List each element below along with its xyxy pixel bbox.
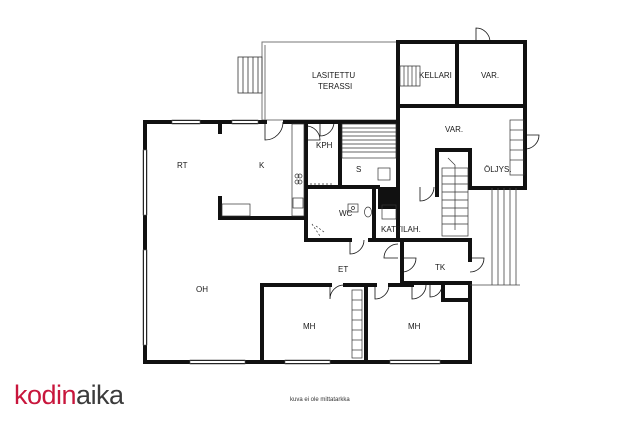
basement-stairs — [399, 65, 421, 87]
label-wc: WC — [339, 209, 353, 218]
right-steps — [509, 119, 525, 176]
label-var-mid: VAR. — [445, 125, 463, 134]
brand-part1: kodin — [14, 380, 77, 410]
terrace-outline — [261, 41, 398, 121]
label-lasitettu: LASITETTU — [312, 71, 355, 80]
label-s: S — [356, 165, 361, 174]
label-et: ET — [338, 265, 348, 274]
chimney — [378, 187, 398, 209]
exterior-deck — [470, 188, 520, 286]
interior-stairs — [441, 157, 469, 237]
label-kph: KPH — [316, 141, 333, 150]
label-tk: TK — [435, 263, 446, 272]
bath-fixtures — [310, 183, 397, 237]
label-mh1: MH — [303, 322, 316, 331]
brand-part2: aika — [76, 380, 124, 410]
label-oh: OH — [196, 285, 208, 294]
doors — [264, 27, 540, 300]
brand-logo: kodinaika — [14, 382, 124, 409]
scale-disclaimer: kuva ei ole mittatarkka — [290, 397, 350, 403]
label-mh2: MH — [408, 322, 421, 331]
sauna-benches — [341, 123, 397, 181]
label-rt: RT — [177, 161, 188, 170]
terrace-steps — [237, 56, 263, 94]
label-kellari: KELLARI — [419, 71, 452, 80]
label-oljys: ÖLJYS. — [484, 165, 512, 174]
room-labels: LASITETTU TERASSI KELLARI VAR. VAR. ÖLJY… — [177, 71, 512, 331]
kitchen-fixtures — [221, 123, 305, 217]
label-kattilah: KATTILAH. — [381, 225, 421, 234]
corridor-detail — [351, 289, 363, 359]
window-frames — [142, 119, 441, 365]
label-var-top: VAR. — [481, 71, 499, 80]
windows — [144, 121, 440, 363]
label-terassi: TERASSI — [318, 82, 352, 91]
label-k: K — [259, 161, 265, 170]
